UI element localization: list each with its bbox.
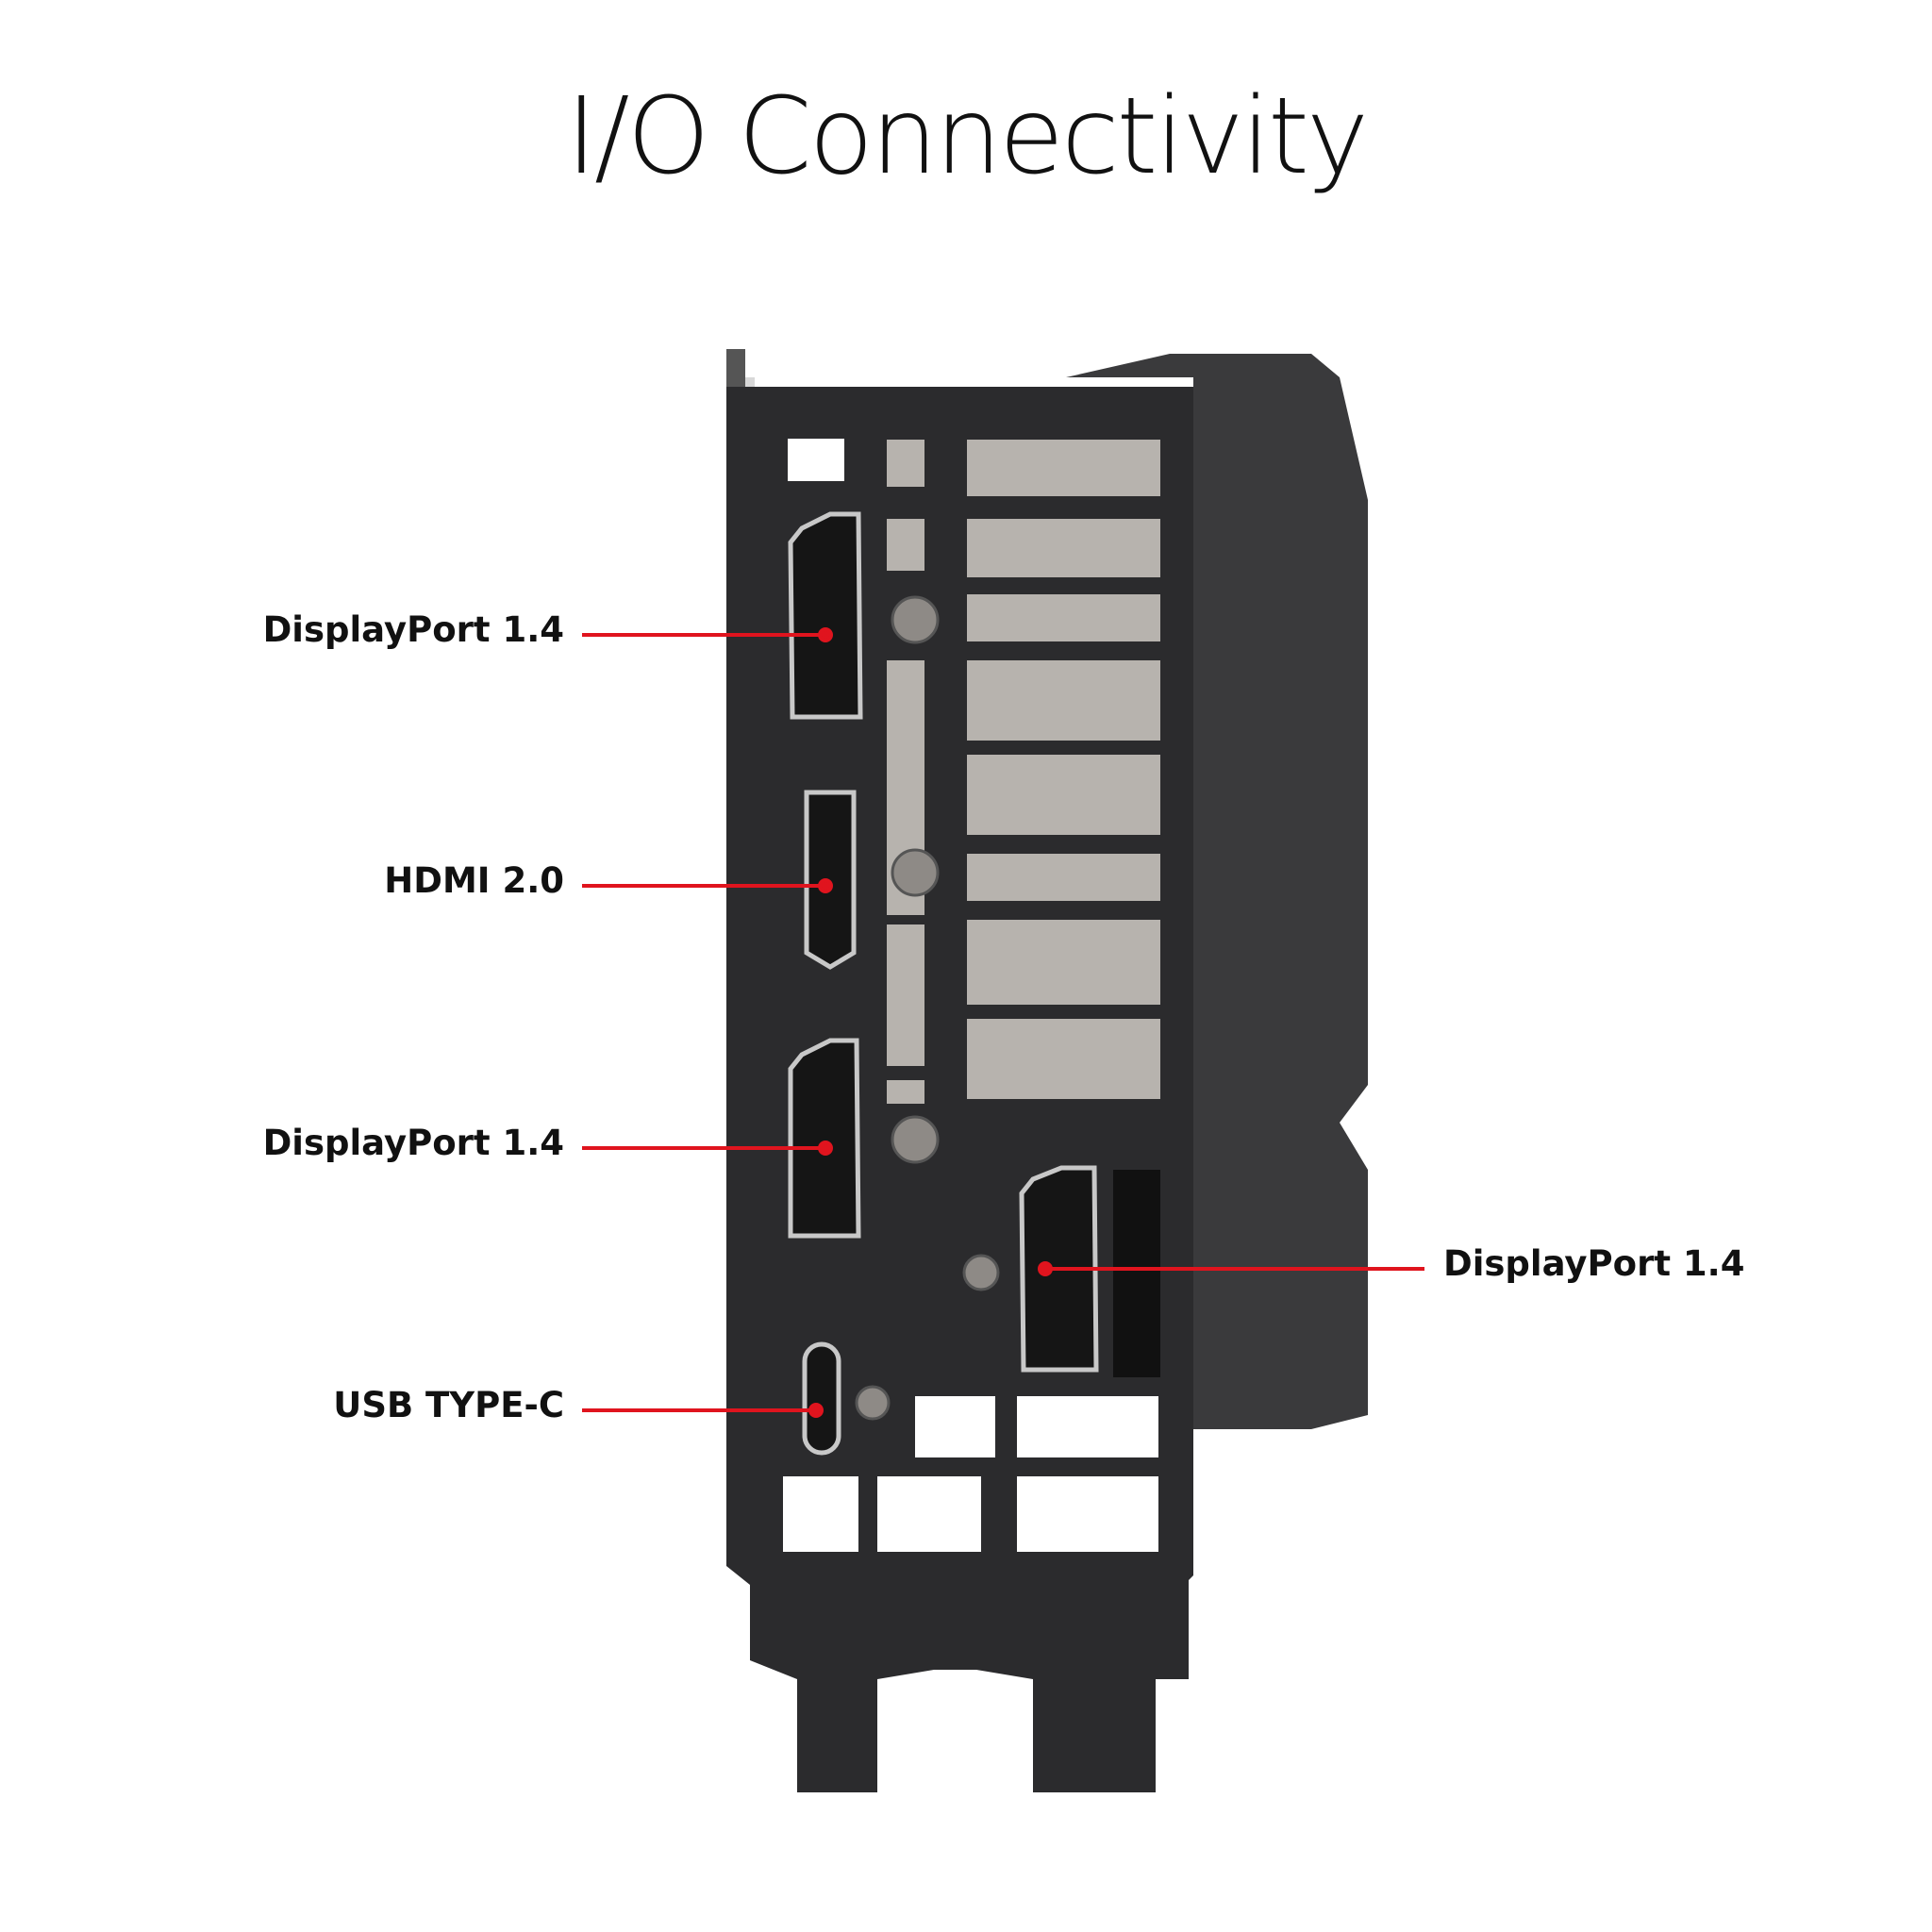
hdmi-port (804, 790, 857, 970)
port-label-usb-type-c: USB TYPE-C (333, 1385, 564, 1425)
displayport-1-port (788, 511, 863, 720)
bracket-cutouts (783, 439, 1158, 1552)
usb-c-port (802, 1341, 841, 1456)
port-label-hdmi: HDMI 2.0 (384, 860, 564, 901)
page-title: I/O Connectivity (565, 75, 1369, 198)
port-label-displayport-3: DisplayPort 1.4 (1443, 1243, 1745, 1284)
port-label-displayport-2: DisplayPort 1.4 (262, 1123, 564, 1163)
displayport-2-port (788, 1038, 861, 1239)
callout-lines (582, 627, 1424, 1418)
port-label-displayport-1: DisplayPort 1.4 (262, 609, 564, 650)
screw-icon (855, 595, 1000, 1421)
heatsink-shroud (1066, 354, 1368, 1429)
vent-slots (887, 440, 1160, 1104)
